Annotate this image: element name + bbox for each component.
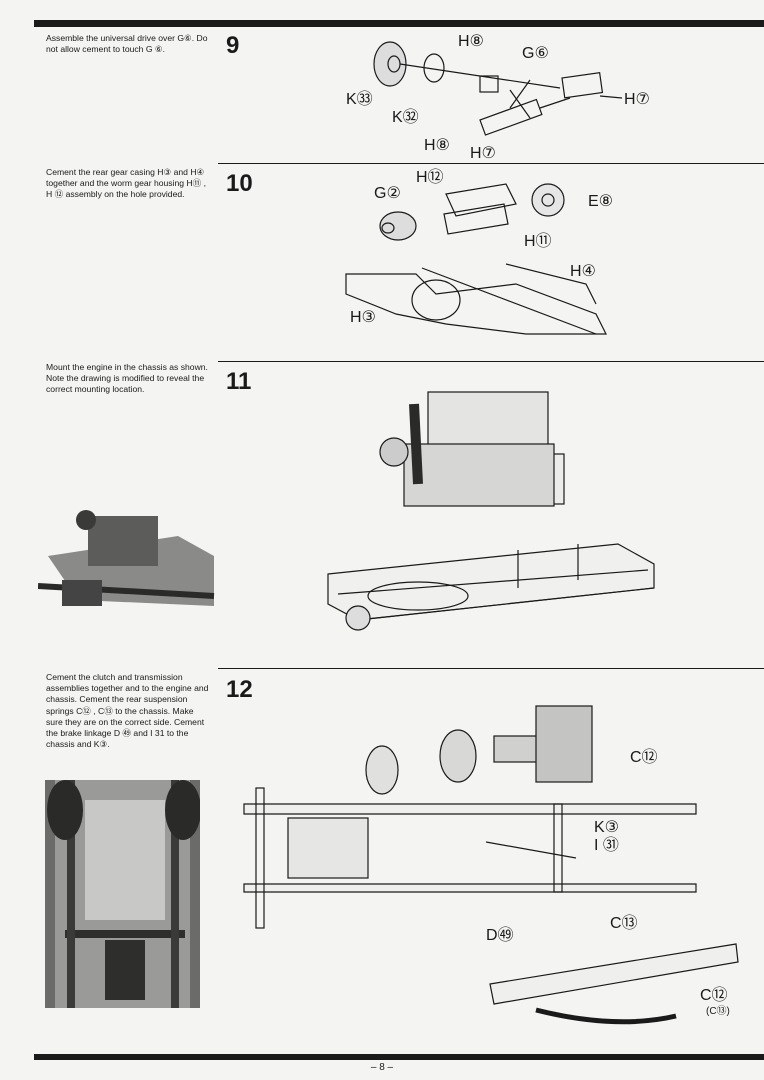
label-g6: G⑥ bbox=[522, 45, 549, 62]
step-9-number: 9 bbox=[226, 32, 240, 59]
step-11-number: 11 bbox=[226, 368, 252, 395]
label-h3: H③ bbox=[350, 309, 376, 326]
label-c12-bottom: C⑫ bbox=[700, 986, 728, 1004]
step-9-text: Assemble the universal drive over G⑥. Do… bbox=[46, 33, 208, 55]
divider-11 bbox=[218, 361, 764, 362]
chassis-top-photo bbox=[45, 780, 200, 1008]
label-h8-top: H⑧ bbox=[458, 33, 484, 50]
top-rule bbox=[34, 20, 764, 27]
step-12-text: Cement the clutch and transmission assem… bbox=[46, 672, 209, 750]
label-h7-right: H⑦ bbox=[624, 91, 650, 108]
step-12-diagram: C⑫ K③ I ㉛ D㊾ C⑬ C⑫ (C⑬) bbox=[243, 705, 739, 1025]
label-d52: D㊾ bbox=[486, 926, 514, 944]
divider-10 bbox=[218, 163, 764, 164]
label-h12: H⑫ bbox=[416, 168, 444, 186]
label-h11: H⑪ bbox=[524, 232, 552, 250]
label-k33: K㉝ bbox=[346, 90, 373, 108]
label-h8-bottom: H⑧ bbox=[424, 137, 450, 154]
divider-12 bbox=[218, 668, 764, 669]
label-c12-top: C⑫ bbox=[630, 748, 658, 766]
engine-chassis-photo bbox=[38, 496, 216, 616]
step-10-diagram: H⑫ G② E⑧ H⑪ H④ H③ bbox=[345, 168, 613, 335]
step-11-diagram bbox=[327, 391, 655, 631]
step-11-text: Mount the engine in the chassis as shown… bbox=[46, 362, 208, 395]
label-e8: E⑧ bbox=[588, 193, 613, 210]
label-c13: C⑬ bbox=[610, 914, 638, 932]
step-9-diagram: H⑧ G⑥ K㉝ K㉜ H⑧ H⑦ H⑦ bbox=[346, 33, 650, 162]
page-number: – 8 – bbox=[370, 1062, 394, 1073]
bottom-rule bbox=[34, 1054, 764, 1060]
step-12-number: 12 bbox=[226, 676, 253, 703]
step-10-number: 10 bbox=[226, 170, 253, 197]
label-c13-small: (C⑬) bbox=[706, 1005, 730, 1017]
step-10-text: Cement the rear gear casing H③ and H④ to… bbox=[46, 167, 207, 200]
label-h7-bottom: H⑦ bbox=[470, 145, 496, 162]
label-g2: G② bbox=[374, 185, 401, 202]
label-k3: K③ bbox=[594, 819, 619, 836]
label-i31: I ㉛ bbox=[594, 836, 619, 854]
label-k32: K㉜ bbox=[392, 108, 419, 126]
label-h4: H④ bbox=[570, 263, 596, 280]
